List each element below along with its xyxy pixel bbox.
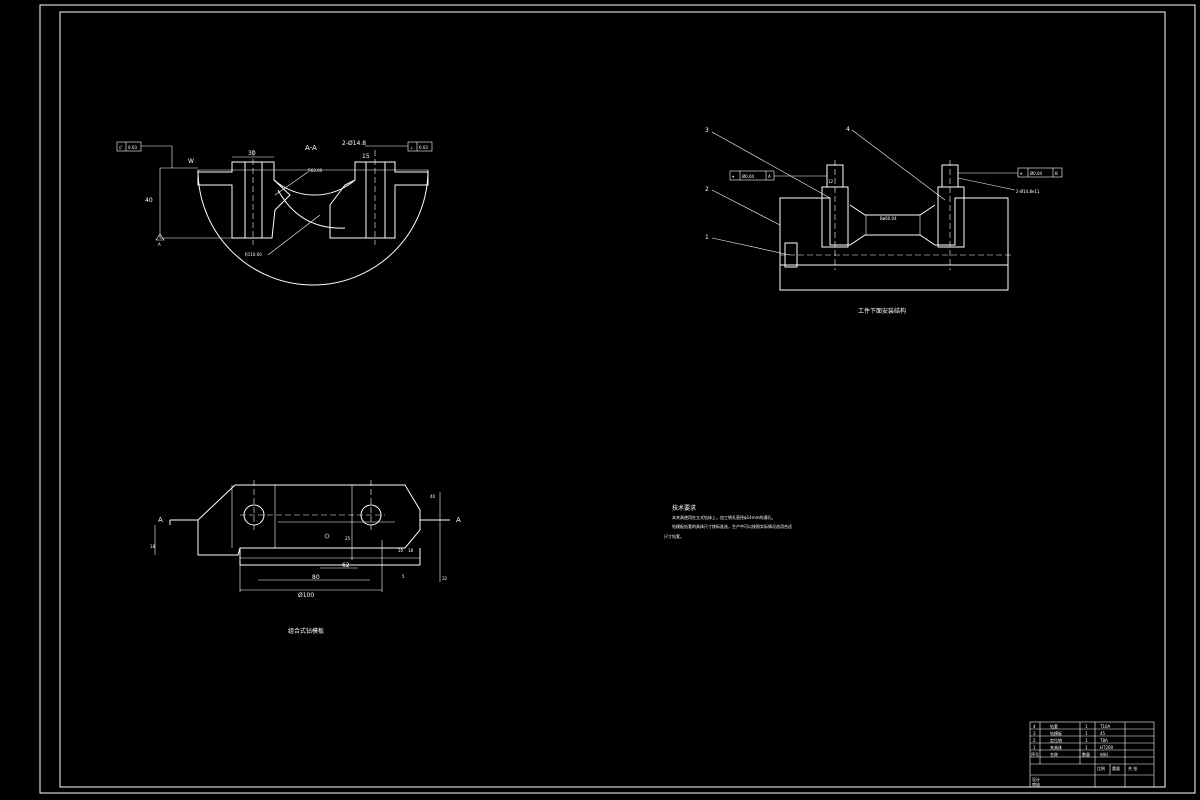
notes-line3: 尺寸钻套。 — [664, 533, 684, 539]
plan-caption: 组合式钻模板 — [288, 627, 324, 635]
tb-r3-name: 定位销 — [1050, 737, 1062, 743]
tb-head-name: 名称 — [1050, 751, 1058, 757]
notes-line1: 本夹具使用在立式钻床上，加工销孔直径φ14mm的通孔。 — [672, 514, 776, 520]
tb-r4-no: 1 — [1033, 745, 1036, 750]
dim-vertical: 25 — [345, 536, 351, 541]
plan-view: A A Ø100 80 62 18 10 18 5 32 25 40 组合式钻模… — [150, 480, 461, 635]
pos-symbol-left: ⌖ — [732, 174, 735, 179]
tb-head-no: 序号 — [1031, 751, 1039, 757]
dim-vertical-b: 40 — [430, 494, 436, 499]
tb-sheet: 共 张 — [1128, 765, 1137, 771]
pos-datum-right: B — [1055, 171, 1058, 176]
dim-small-d: 5 — [402, 574, 405, 579]
balloon-3: 3 — [705, 127, 709, 134]
flatness-symbol: // — [119, 145, 122, 150]
tb-r1-name: 钻套 — [1050, 723, 1058, 729]
pos-frame-left — [729, 170, 775, 181]
tb-r2-qty: 1 — [1085, 731, 1088, 736]
perp-frame — [407, 141, 433, 152]
tb-head-qty: 数量 — [1082, 751, 1090, 757]
inner-frame — [59, 11, 1166, 788]
pos-value-right: Ø0.04 — [1030, 171, 1043, 176]
section-view-aa: 40 30 W 15 // 0.03 ⊥ 0.03 A-A 2-Ø14.8 R6… — [116, 140, 433, 286]
notes-title: 技术要求 — [672, 504, 696, 512]
dim-mid: 62 — [342, 562, 350, 569]
dim-width-small: W — [188, 158, 194, 165]
tb-r2-no: 3 — [1033, 731, 1036, 736]
dim-left: 40 — [145, 197, 153, 204]
notes-line2: 钻模板钻套的具体尺寸按标准选，生产中可以按照实际情况选用合适 — [672, 523, 792, 529]
dim-small-b: 10 — [398, 548, 404, 553]
pin-dim: 12 — [828, 179, 834, 184]
tb-scale: 比例 — [1097, 765, 1105, 771]
pos-frame-right — [1017, 167, 1063, 178]
dim-top-small: 15 — [362, 153, 370, 160]
pos-datum-left: A — [768, 174, 771, 179]
flatness-value: 0.03 — [128, 145, 137, 150]
flatness-frame — [116, 141, 142, 152]
tb-r1-mat: T10A — [1099, 724, 1111, 729]
tb-r2-mat: 45 — [1100, 731, 1106, 736]
dim-small-c: 18 — [408, 548, 414, 553]
tb-r1-qty: 1 — [1085, 724, 1088, 729]
outer-border — [39, 4, 1196, 794]
dim-inner: 80 — [312, 574, 320, 581]
tb-r3-qty: 1 — [1085, 738, 1088, 743]
install-view: Bø60.04 12 3 4 2 1 ⌖ Ø0.04 A ⌖ Ø0.04 B — [705, 126, 1063, 315]
section-mark-right: A — [456, 516, 461, 524]
balloon-4: 4 — [846, 126, 850, 133]
tb-r4-qty: 1 — [1085, 745, 1088, 750]
perp-symbol: ⊥ — [410, 145, 414, 150]
technical-notes: 技术要求 本夹具使用在立式钻床上，加工销孔直径φ14mm的通孔。 钻模板钻套的具… — [664, 504, 792, 539]
perp-value: 0.03 — [419, 145, 428, 150]
r-outer: R110.00 — [245, 252, 262, 257]
tb-head-mat: 材料 — [1100, 751, 1108, 757]
section-mark-left: A — [158, 516, 163, 524]
dim-right: 32 — [442, 576, 448, 581]
tb-check: 审核 — [1032, 781, 1040, 787]
dim-small-a: 18 — [150, 544, 156, 549]
balloon-1: 1 — [705, 234, 709, 241]
dim-overall: Ø100 — [298, 592, 314, 599]
dim-top: 30 — [248, 150, 256, 157]
datum-a: A — [158, 242, 161, 247]
center-dim: Bø60.04 — [880, 216, 897, 221]
holes-callout: 2-Ø14.8 — [342, 140, 366, 147]
tb-r3-mat: T8A — [1099, 738, 1108, 743]
section-label: A-A — [305, 144, 317, 152]
r-inner: R60.00 — [308, 168, 323, 173]
install-caption: 工件下面安装结构 — [858, 307, 906, 315]
pos-symbol-right: ⌖ — [1020, 171, 1023, 176]
tb-weight: 重量 — [1112, 765, 1120, 771]
tb-r4-mat: HT200 — [1100, 745, 1114, 750]
tb-design: 设计 — [1032, 776, 1040, 782]
tb-r3-no: 2 — [1033, 738, 1036, 743]
tb-r1-no: 4 — [1033, 724, 1036, 729]
tb-r2-name: 钻模板 — [1050, 730, 1062, 736]
holes-fit: 2-Ø14.8e11 — [1016, 189, 1040, 194]
tb-r4-name: 夹具体 — [1050, 744, 1062, 750]
balloon-2: 2 — [705, 186, 709, 193]
pos-value-left: Ø0.04 — [742, 174, 755, 179]
title-block: 4 钻套 1 T10A 3 钻模板 1 45 2 定位销 1 T8A 1 夹具体… — [1029, 721, 1155, 788]
